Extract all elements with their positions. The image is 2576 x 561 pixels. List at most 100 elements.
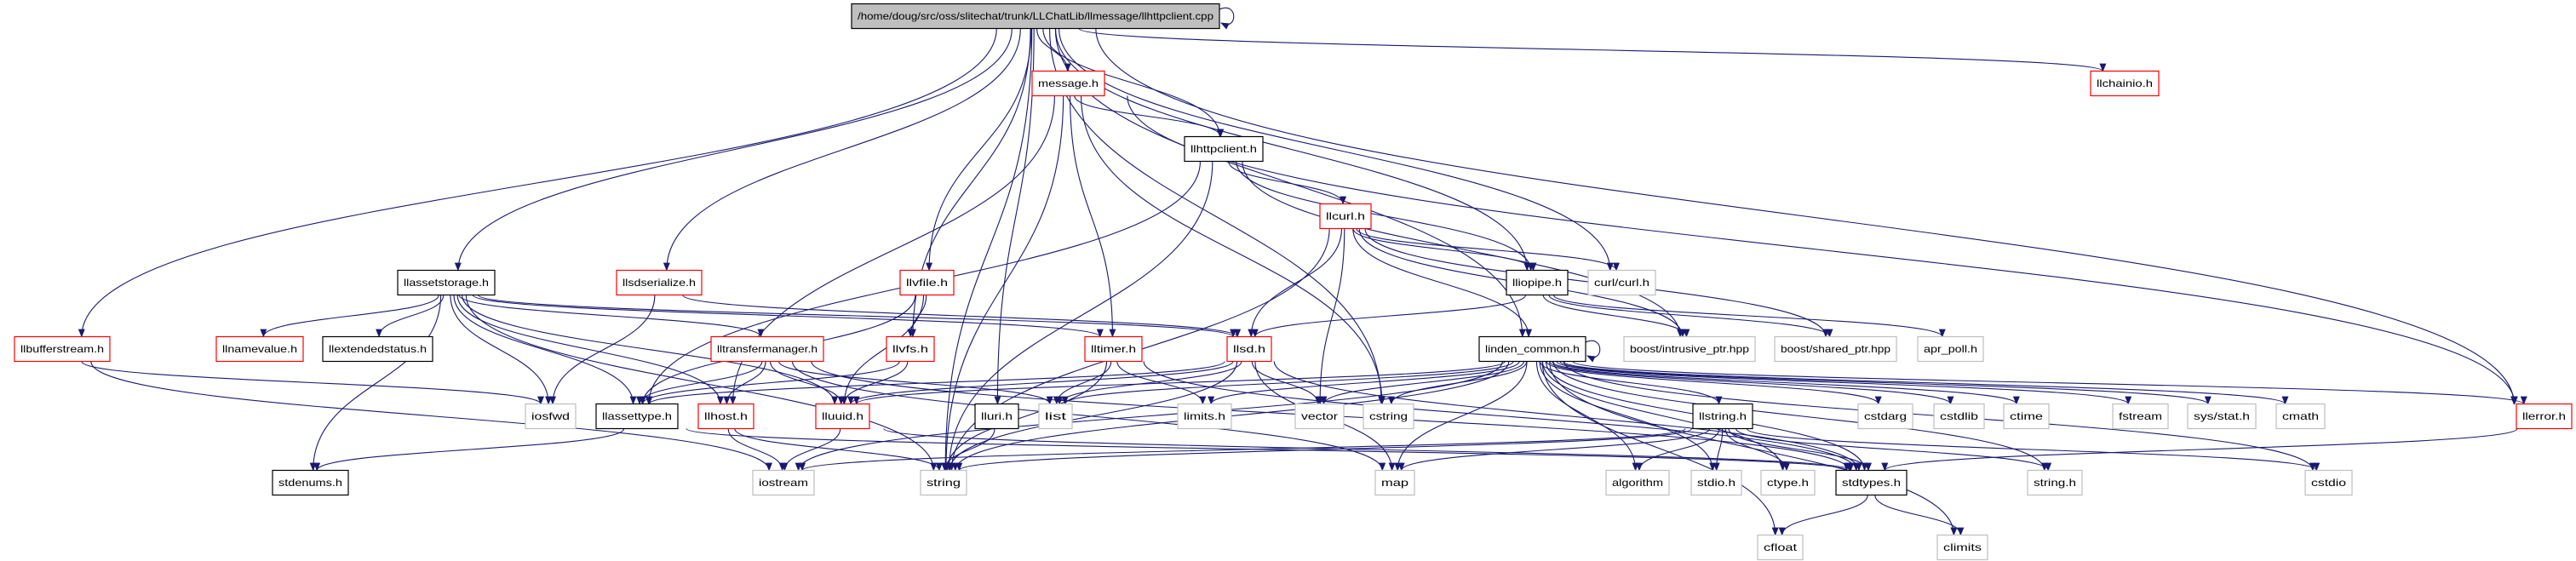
edge-llcurl-to-vector: [1317, 228, 1345, 405]
node-linden_common[interactable]: linden_common.h: [1478, 335, 1586, 363]
node-shared[interactable]: boost/shared_ptr.hpp: [1774, 335, 1897, 363]
node-lluri[interactable]: lluri.h: [974, 403, 1019, 430]
edge-root-to-root: [1219, 7, 1235, 30]
edge-linden_common-to-sysstat: [1559, 361, 2212, 405]
node-label: ctype.h: [1767, 477, 1809, 489]
edge-linden_common-to-ctime: [1552, 361, 2020, 405]
node-stringh[interactable]: string.h: [2027, 469, 2083, 496]
node-llstring[interactable]: llstring.h: [1692, 403, 1753, 430]
node-llvfs[interactable]: llvfs.h: [886, 335, 935, 363]
edge-lltransfermanager-to-map: [791, 361, 1386, 472]
edge-llcurl-to-linden_common: [1352, 228, 1533, 338]
node-box: [1760, 469, 1816, 496]
node-lliopipe[interactable]: lliopipe.h: [1506, 269, 1569, 296]
node-lltransfermanager[interactable]: lltransfermanager.h: [710, 335, 824, 363]
edge-lltimer-to-string: [944, 361, 1108, 472]
node-stdtypes[interactable]: stdtypes.h: [1835, 469, 1908, 496]
edge-root-to-llbufferstream: [77, 28, 997, 338]
node-box: [1917, 335, 1984, 363]
node-box: [1177, 403, 1232, 430]
node-box: [710, 335, 824, 363]
node-label: llassettype.h: [602, 410, 672, 422]
node-llhttpclient[interactable]: llhttpclient.h: [1184, 135, 1264, 163]
node-stdio[interactable]: stdio.h: [1690, 469, 1742, 496]
node-cstring[interactable]: cstring: [1363, 403, 1414, 430]
node-label: fstream: [2119, 410, 2162, 422]
node-label: curl/curl.h: [1594, 277, 1649, 289]
edge-lliopipe-to-llsd: [1251, 295, 1527, 338]
node-box: [1226, 335, 1272, 363]
node-limits[interactable]: limits.h: [1177, 403, 1232, 430]
node-label: llstring.h: [1699, 410, 1747, 422]
node-ctype[interactable]: ctype.h: [1760, 469, 1816, 496]
node-iostream[interactable]: iostream: [752, 469, 815, 496]
node-llnamevalue[interactable]: llnamevalue.h: [215, 335, 304, 363]
node-stdenums[interactable]: stdenums.h: [272, 469, 349, 496]
node-llchainio[interactable]: llchainio.h: [2090, 70, 2160, 97]
node-box: [697, 403, 754, 430]
node-llsd[interactable]: llsd.h: [1226, 335, 1272, 363]
edge-linden_common-to-cmath: [1563, 361, 2289, 405]
edge-linden_common-to-llerror: [1572, 361, 2527, 405]
node-llsdserialize[interactable]: llsdserialize.h: [616, 269, 703, 296]
node-algorithm[interactable]: algorithm: [1605, 469, 1670, 496]
node-label: llbufferstream.h: [20, 343, 104, 355]
node-llbufferstream[interactable]: llbufferstream.h: [14, 335, 111, 363]
node-ctime[interactable]: ctime: [2003, 403, 2050, 430]
edge-root-to-llvfile: [926, 28, 1032, 272]
node-box: [1587, 269, 1656, 296]
node-box: [2090, 70, 2160, 97]
edges-layer: [77, 7, 2527, 536]
node-sysstat[interactable]: sys/stat.h: [2187, 403, 2257, 430]
node-llassetstorage[interactable]: llassetstorage.h: [397, 269, 496, 296]
node-label: stdtypes.h: [1842, 477, 1901, 489]
node-box: [2187, 403, 2257, 430]
node-llextendedstatus[interactable]: llextendedstatus.h: [322, 335, 433, 363]
node-box: [752, 469, 815, 496]
node-vector[interactable]: vector: [1294, 403, 1345, 430]
edge-llstring-to-algorithm: [1636, 428, 1720, 472]
node-curl[interactable]: curl/curl.h: [1587, 269, 1656, 296]
node-llassettype[interactable]: llassettype.h: [595, 403, 679, 430]
node-cstdio[interactable]: cstdio: [2304, 469, 2353, 496]
node-lluuid[interactable]: lluuid.h: [815, 403, 870, 430]
node-intrusive[interactable]: boost/intrusive_ptr.hpp: [1623, 335, 1756, 363]
edge-lluri-to-string: [941, 428, 995, 472]
edge-root-to-llsdserialize: [663, 28, 1021, 272]
node-label: string: [927, 477, 961, 489]
edge-llstring-to-stdtypes: [1728, 428, 1872, 472]
node-list[interactable]: list: [1038, 403, 1073, 430]
edge-stdtypes-to-climits: [1874, 495, 1965, 536]
edge-llstring-to-cstdio: [1746, 428, 2320, 472]
node-llerror[interactable]: llerror.h: [2516, 403, 2573, 430]
node-cfloat[interactable]: cfloat: [1757, 534, 1804, 561]
node-label: llsd.h: [1233, 343, 1265, 355]
node-llhost[interactable]: llhost.h: [697, 403, 754, 430]
node-cstdlib[interactable]: cstdlib: [1933, 403, 1985, 430]
node-cstdarg[interactable]: cstdarg: [1857, 403, 1913, 430]
node-message[interactable]: message.h: [1031, 70, 1105, 97]
edge-linden_common-to-lluuid: [853, 361, 1506, 405]
edge-llassetstorage-to-lltransfermanager: [458, 295, 765, 338]
edge-llassettype-to-stdtypes: [686, 428, 1850, 472]
node-map[interactable]: map: [1374, 469, 1415, 496]
node-llvfile[interactable]: llvfile.h: [899, 269, 955, 296]
edge-llerror-to-stdtypes: [1881, 428, 2518, 472]
node-box: [1038, 403, 1073, 430]
edge-lltransfermanager-to-llassettype: [636, 361, 763, 405]
node-llcurl[interactable]: llcurl.h: [1319, 203, 1372, 230]
node-box: [899, 269, 955, 296]
node-label: llsdserialize.h: [622, 277, 696, 289]
node-label: llnamevalue.h: [222, 343, 297, 355]
node-fstream[interactable]: fstream: [2112, 403, 2169, 430]
node-climits[interactable]: climits: [1936, 534, 1988, 561]
node-apr_poll[interactable]: apr_poll.h: [1917, 335, 1984, 363]
node-cmath[interactable]: cmath: [2275, 403, 2326, 430]
node-label: lltransfermanager.h: [717, 343, 818, 355]
node-string[interactable]: string: [920, 469, 967, 496]
node-root[interactable]: /home/doug/src/oss/slitechat/trunk/LLCha…: [851, 3, 1220, 30]
node-box: [272, 469, 349, 496]
node-lltimer[interactable]: lltimer.h: [1084, 335, 1143, 363]
node-label: iostream: [759, 477, 808, 489]
node-iosfwd[interactable]: iosfwd: [525, 403, 577, 430]
